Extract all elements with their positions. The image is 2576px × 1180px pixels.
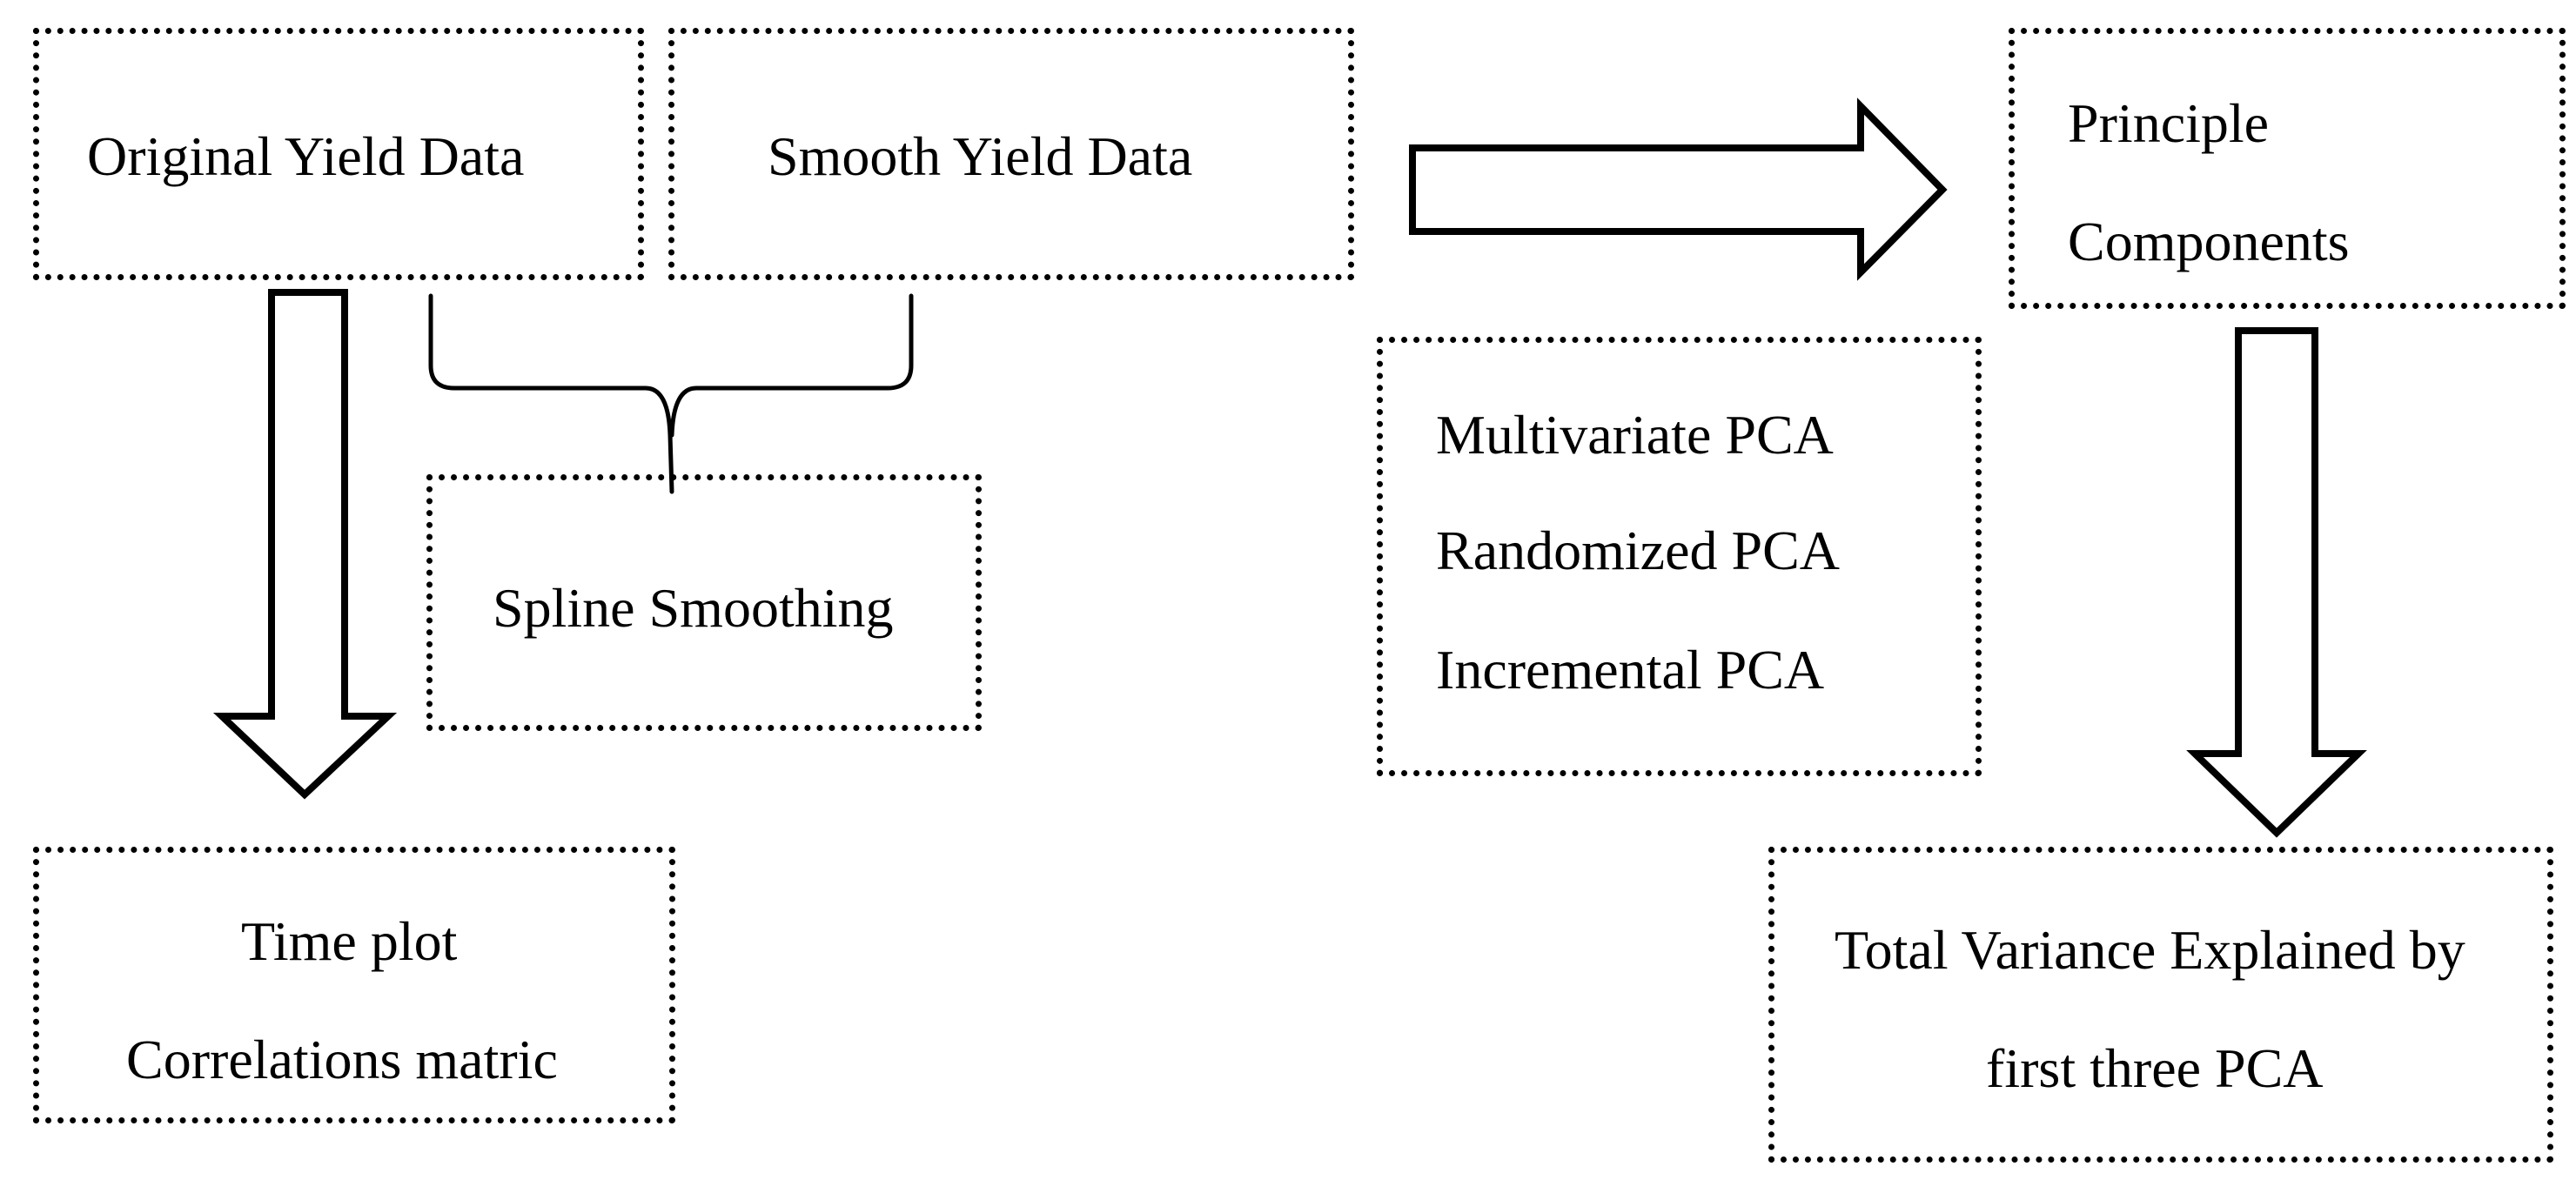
principle-label: Principle [2068, 92, 2270, 154]
multivariate-pca-label: Multivariate PCA [1436, 404, 1834, 466]
time-plot-label: Time plot [241, 910, 458, 972]
first-three-pca-label: first three PCA [1986, 1037, 2324, 1099]
correlations-matric-label: Correlations matric [126, 1029, 558, 1090]
components-label: Components [2068, 211, 2350, 272]
curly-brace [428, 293, 914, 494]
spline-smoothing-label: Spline Smoothing [493, 577, 894, 639]
down-arrow-right [2186, 327, 2367, 838]
original-yield-data-box [33, 28, 644, 280]
total-variance-box [1768, 847, 2553, 1163]
randomized-pca-label: Randomized PCA [1436, 520, 1840, 581]
right-arrow [1409, 97, 1948, 281]
down-arrow-left [212, 289, 398, 800]
smooth-yield-data-label: Smooth Yield Data [768, 125, 1193, 187]
time-plot-box [33, 847, 675, 1123]
incremental-pca-label: Incremental PCA [1436, 639, 1825, 701]
smooth-yield-data-box [668, 28, 1354, 280]
original-yield-data-label: Original Yield Data [87, 125, 525, 187]
spline-smoothing-box [426, 474, 982, 731]
pca-methods-box [1377, 337, 1982, 776]
principle-components-box [2009, 28, 2566, 309]
total-variance-label: Total Variance Explained by [1835, 919, 2465, 981]
